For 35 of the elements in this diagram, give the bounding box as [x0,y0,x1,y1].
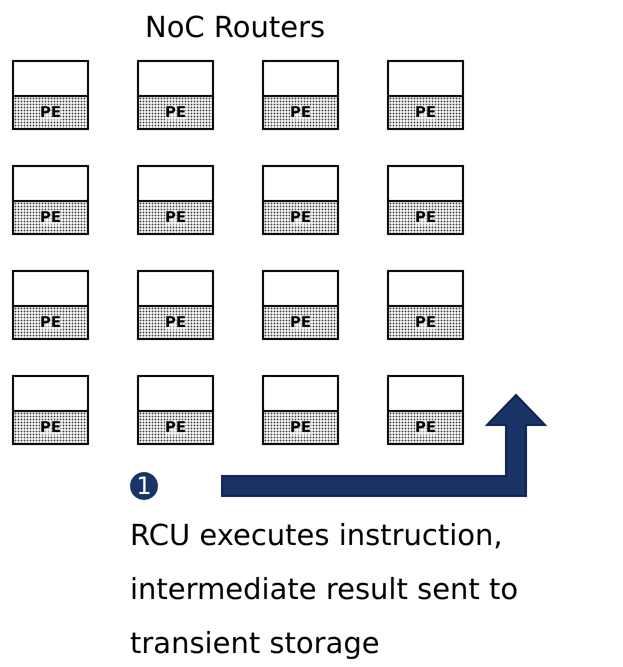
pe-box: PE [387,95,464,130]
router-box [137,165,214,202]
router-box [262,165,339,202]
pe-box: PE [12,200,89,235]
router-box [387,375,464,412]
pe-box: PE [262,95,339,130]
router-box [12,375,89,412]
pe-box: PE [262,305,339,340]
router-box [387,60,464,97]
pe-box: PE [262,410,339,445]
pe-box: PE [12,305,89,340]
pe-box: PE [137,410,214,445]
step-description: RCU executes instruction, intermediate result sent to transient storage [130,517,520,662]
pe-box: PE [262,200,339,235]
router-box [137,60,214,97]
router-box [12,165,89,202]
pe-box: PE [137,305,214,340]
callout-number: 1 [130,472,158,500]
pe-box: PE [387,410,464,445]
router-box [137,270,214,307]
router-box [137,375,214,412]
pe-box: PE [137,200,214,235]
router-box [262,375,339,412]
router-box [387,165,464,202]
pe-box: PE [387,200,464,235]
pe-box: PE [12,410,89,445]
router-box [12,270,89,307]
router-box [262,60,339,97]
grid-title: NoC Routers [145,10,326,44]
pe-box: PE [137,95,214,130]
router-box [12,60,89,97]
pe-box: PE [387,305,464,340]
router-box [262,270,339,307]
router-box [387,270,464,307]
pe-box: PE [12,95,89,130]
